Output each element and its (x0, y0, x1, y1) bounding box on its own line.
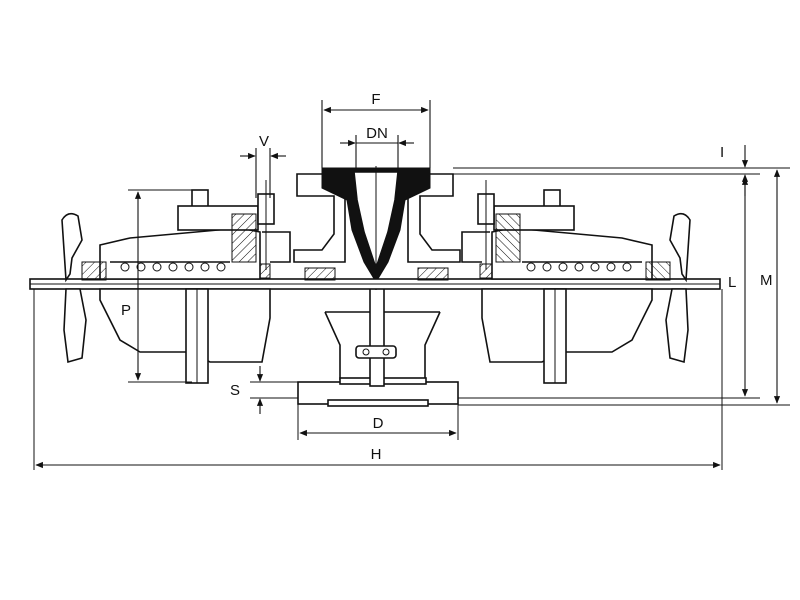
dimension-F: F (321, 91, 431, 168)
left-actuator (61, 180, 291, 384)
dimension-H: H (33, 289, 723, 470)
label-S: S (230, 382, 240, 399)
label-P: P (121, 302, 131, 319)
dimension-L: L (458, 177, 760, 399)
dimension-DN: DN (340, 125, 414, 170)
valve-stem (355, 281, 397, 387)
label-V: V (259, 133, 269, 150)
right-actuator (461, 180, 691, 384)
label-F: F (371, 91, 380, 108)
label-DN: DN (366, 125, 388, 142)
left-lower-handle (63, 288, 87, 364)
left-handle (61, 212, 83, 283)
label-L: L (728, 274, 736, 291)
dimension-D: D (297, 404, 459, 440)
dimension-S: S (230, 366, 298, 414)
label-M: M (760, 272, 773, 289)
label-I: I (720, 144, 724, 161)
dimension-M: M (458, 169, 790, 406)
dimension-I: I (453, 144, 790, 196)
label-H: H (371, 446, 382, 463)
top-inlet-flange (293, 166, 461, 290)
dimension-V: V (240, 133, 286, 198)
label-D: D (373, 415, 384, 432)
dimension-P: P (121, 189, 192, 383)
